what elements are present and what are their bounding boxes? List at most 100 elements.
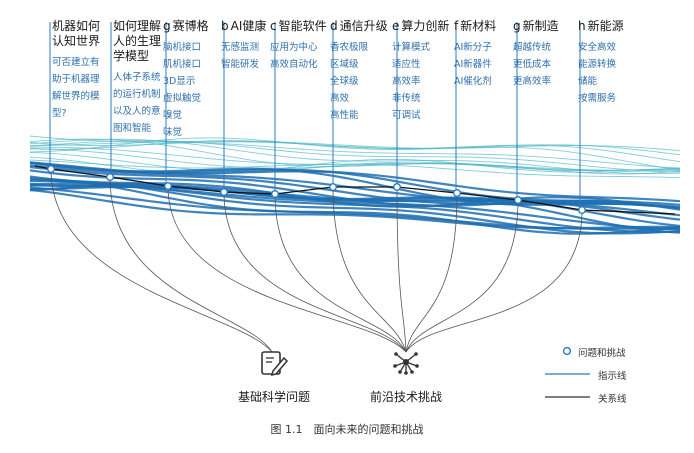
column-item: 可调试: [392, 110, 421, 121]
column-letter: b: [221, 19, 229, 33]
column-item: 智能研发: [221, 59, 260, 70]
column-item: 人体子系统的运行机制以及人的意图和智能: [113, 72, 161, 134]
column-title-text: 新能源: [587, 19, 624, 33]
wave-line: [29, 179, 681, 235]
challenge-point: [329, 182, 338, 191]
column-item: 区域级: [330, 59, 359, 70]
challenge-point: [514, 195, 523, 204]
column-title-text: AI健康: [230, 19, 267, 33]
column-1: 机器如何认知世界可否建立有助于机器理解世界的模型?: [52, 19, 104, 122]
column-letter: g: [163, 19, 171, 33]
wave-band: [29, 135, 681, 235]
column-item: 味觉: [163, 127, 183, 138]
main-relation-curve: [34, 165, 676, 215]
column-letter: g: [513, 19, 521, 33]
wave-line: [29, 140, 681, 163]
figure-caption: 图 1.1 面向未来的问题和挑战: [270, 423, 424, 436]
column-title-text: 算力创新: [401, 19, 450, 33]
column-title-text: 新材料: [460, 19, 497, 33]
column-title-text: 机器如何认知世界: [52, 19, 101, 48]
column-item: 超越传统: [513, 42, 552, 53]
legend: [545, 346, 590, 398]
column-item: 脑机接口: [163, 42, 202, 53]
column-item: 更低成本: [513, 59, 552, 70]
challenge-point: [47, 164, 56, 173]
legend-indicator-label: 指示线: [598, 371, 627, 382]
wave-line: [29, 146, 681, 171]
column-item: 应用为中心: [270, 42, 318, 53]
column-item: 高效: [330, 93, 350, 104]
column-title-text: 通信升级: [339, 19, 388, 33]
column-letter: c: [270, 19, 277, 33]
column-item: 3D显示: [163, 76, 196, 87]
frontier-tech-label: 前沿技术挑战: [369, 390, 442, 404]
column-item: 全球级: [330, 76, 359, 87]
wave-line: [29, 148, 681, 171]
wave-line: [29, 141, 681, 169]
column-letter: h: [578, 19, 586, 33]
relation-curve: [274, 193, 407, 353]
wave-line: [29, 159, 681, 179]
column-item: AI新器件: [454, 59, 492, 70]
column-letter: f: [454, 19, 459, 33]
challenge-point: [578, 205, 587, 214]
legend-relation-label: 关系线: [598, 394, 627, 405]
column-title-text: 如何理解人的生理学模型: [113, 19, 162, 63]
legend-point-icon: [562, 346, 572, 356]
challenge-point: [105, 172, 114, 181]
wave-line: [29, 156, 680, 175]
column-item: 高效率: [392, 76, 421, 87]
column-item: AI新分子: [454, 42, 492, 53]
column-letter: e: [392, 19, 400, 33]
column-item: 更高效率: [513, 76, 552, 87]
column-item: 嗅觉: [163, 110, 183, 121]
relation-curve: [405, 192, 458, 353]
wave-line: [29, 140, 681, 173]
column-item: 储能: [578, 76, 598, 87]
challenge-points: [47, 164, 587, 214]
column-title-text: 赛博格: [172, 19, 209, 33]
column-item: 香农极限: [330, 42, 369, 53]
relation-curve: [405, 209, 583, 353]
wave-line: [29, 177, 681, 235]
column-item: 安全高效: [578, 42, 617, 53]
relation-lines: [50, 168, 583, 353]
column-item: 高效自动化: [270, 59, 318, 70]
wave-line: [29, 138, 681, 175]
challenge-point: [453, 188, 462, 197]
relation-curve: [396, 186, 407, 353]
relation-curve: [223, 191, 407, 353]
relation-curve: [332, 186, 407, 353]
column-item: 按需服务: [578, 93, 617, 104]
legend-points-label: 问题和挑战: [578, 348, 626, 359]
network-hub-icon: [393, 352, 419, 375]
column-item: 虚拟触觉: [163, 93, 202, 104]
column-title-text: 智能软件: [278, 19, 327, 33]
relation-curve: [109, 176, 273, 353]
column-item: AI催化剂: [454, 76, 492, 87]
column-title: 如何理解人的生理学模型: [113, 19, 165, 64]
column-2: 如何理解人的生理学模型人体子系统的运行机制以及人的意图和智能: [113, 19, 165, 137]
challenge-point: [393, 182, 402, 191]
document-edit-icon: [261, 351, 289, 377]
column-item: 能源转换: [578, 59, 617, 70]
wave-line: [29, 188, 681, 230]
relation-curve: [50, 168, 273, 353]
column-title-text: 新制造: [522, 19, 559, 33]
pointer-lines: [49, 22, 581, 210]
